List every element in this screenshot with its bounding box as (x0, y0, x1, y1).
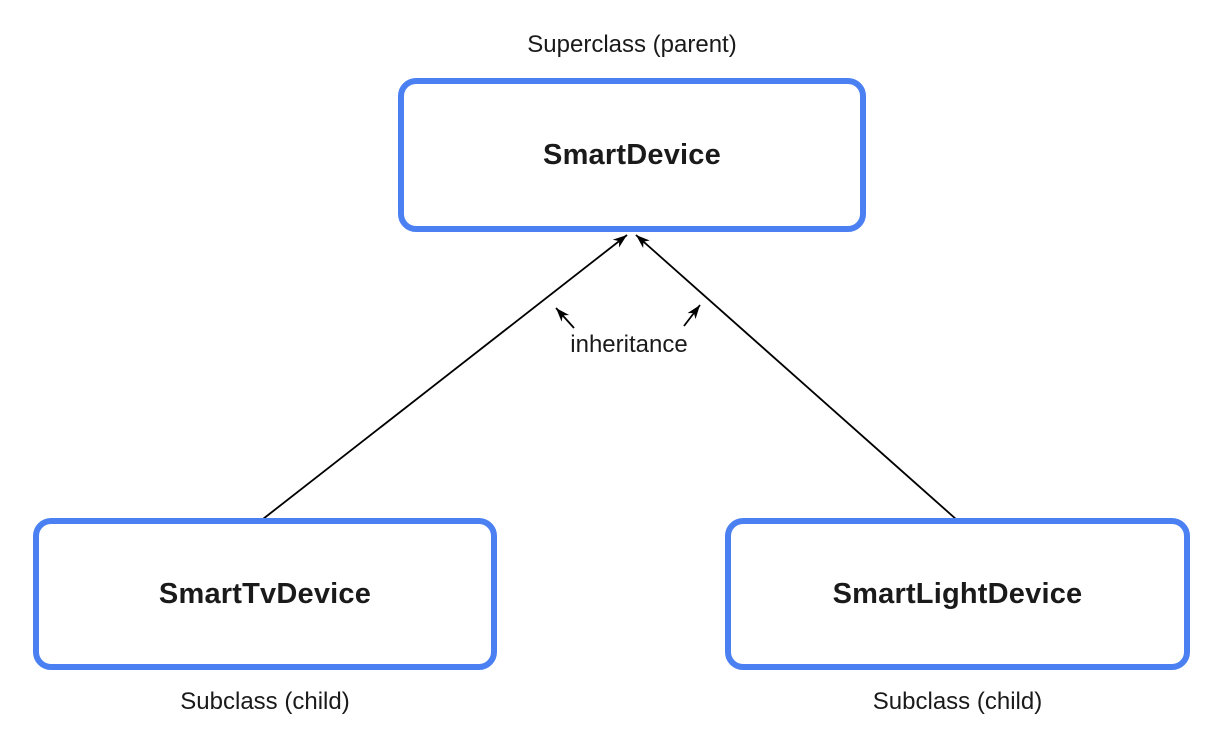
inheritance-pointer-left (555, 307, 575, 329)
smartdevice-box: SmartDevice (398, 78, 866, 232)
smarttvdevice-box: SmartTvDevice (33, 518, 497, 670)
smartlightdevice-box-label: SmartLightDevice (832, 577, 1083, 610)
subclass-right-label: Subclass (child) (872, 688, 1043, 715)
smartdevice-box-label: SmartDevice (543, 138, 721, 171)
inheritance-arrow-left (262, 234, 628, 520)
inheritance-pointer-right (683, 304, 701, 327)
subclass-left-label: Subclass (child) (180, 688, 350, 715)
superclass-label: Superclass (parent) (527, 31, 737, 58)
inheritance-arrow-right (635, 234, 958, 521)
smartlightdevice-box: SmartLightDevice (725, 518, 1190, 670)
smarttvdevice-box-label: SmartTvDevice (158, 577, 372, 610)
inheritance-label: inheritance (570, 331, 688, 358)
